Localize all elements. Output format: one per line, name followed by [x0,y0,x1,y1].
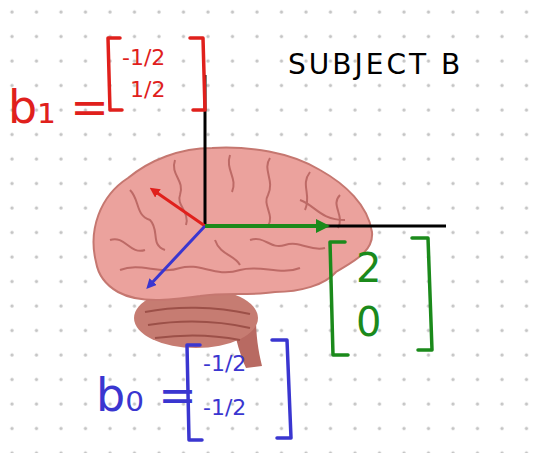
matrix-bracket [272,340,291,438]
matrix-bracket [330,242,348,355]
matrix-bracket [190,38,205,110]
basis-vector [153,190,205,226]
matrix-entry: 2 [356,246,381,290]
matrix-entry: 0 [356,300,381,344]
basis-vector [205,224,324,228]
vector-name: b₀ = [96,370,197,421]
basis-vector [149,226,205,286]
matrix-entry: -1/2 [122,46,165,70]
matrix-entry: -1/2 [203,396,246,420]
matrix-entry: 1/2 [130,78,165,102]
vector-name: b₁ = [8,82,109,133]
matrix-entry: -1/2 [203,352,246,376]
matrix-bracket [412,238,432,350]
heading: SUBJECT B [288,50,463,81]
matrix-bracket [108,38,122,110]
axis-line [204,225,446,228]
